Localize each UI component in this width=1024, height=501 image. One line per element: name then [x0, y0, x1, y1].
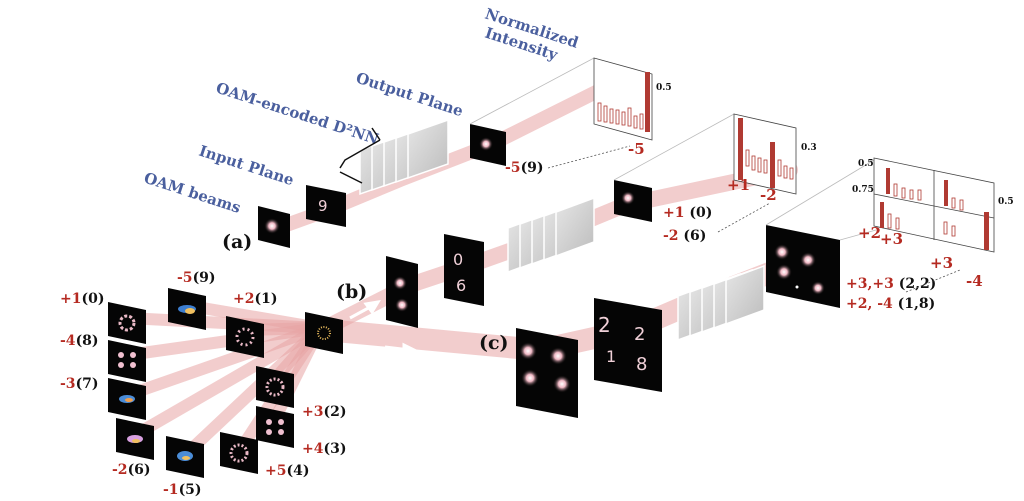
- histogram-a: 0.5 -5: [469, 57, 672, 169]
- arrow-head-icon: [402, 342, 420, 359]
- histogram-c-scale-top: 0.5: [858, 159, 874, 169]
- panel-label-b: (b): [336, 281, 367, 303]
- histogram-c-peak-label-1: +2: [858, 224, 881, 242]
- oam-label: +1(0): [60, 291, 104, 307]
- histogram-c: 0.5 0.75 0.5 +2 +3 +3 -4: [765, 157, 1014, 293]
- input-plane-a: 9: [306, 185, 346, 227]
- histogram-b: 0.3 +1 -2: [613, 113, 817, 233]
- output-plane-b: [614, 180, 652, 222]
- input-plane-b: 06: [444, 234, 484, 306]
- arrow-head-icon: [283, 277, 302, 294]
- beam-path: [129, 322, 326, 441]
- output-label-b-2: -2 (6): [663, 228, 706, 244]
- diffractive-layers-c: [677, 264, 765, 342]
- svg-text:2: 2: [598, 313, 611, 337]
- output-label-c-2: +2, -4 (1,8): [846, 296, 935, 312]
- panel-label-a: (a): [222, 231, 252, 253]
- oam-tile: [108, 378, 146, 420]
- histogram-b-scale: 0.3: [801, 143, 817, 153]
- diffractive-layers-a: [339, 118, 449, 196]
- oam-tile: [226, 316, 264, 358]
- title-oam-encoded-d2nn: OAM-encoded D²NN: [214, 79, 381, 149]
- svg-text:1: 1: [606, 347, 616, 366]
- oam-tile: [220, 432, 258, 474]
- beam-path: [179, 322, 326, 461]
- oam-label: +5(4): [265, 463, 309, 479]
- oam-beam-labels: +1(0) -5(9) +2(1) -4(8) -3(7) +3(2) +4(3…: [60, 270, 346, 498]
- title-input-plane: Input Plane: [197, 142, 296, 190]
- oam-beam-plane-a: [258, 206, 290, 248]
- oam-tile: [168, 288, 206, 330]
- beam-path: [122, 322, 326, 361]
- svg-text:8: 8: [636, 354, 647, 375]
- path-a: 9 -5(9) 0.5 -5: [258, 57, 672, 248]
- oam-tile: [108, 340, 146, 382]
- oam-beam-plane-b: [386, 256, 418, 328]
- histogram-c-peak-label-3: +3: [930, 254, 953, 272]
- oam-tile: [256, 366, 294, 408]
- histogram-b-peak-label-1: +1: [727, 176, 750, 194]
- output-plane-c: [766, 225, 840, 308]
- histogram-a-peak-label: -5: [628, 140, 645, 158]
- title-output-plane: Output Plane: [354, 69, 466, 121]
- svg-text:2: 2: [634, 324, 645, 345]
- histogram-c-peak-label-2: +3: [880, 230, 903, 248]
- output-plane-a: [470, 124, 506, 166]
- svg-text:6: 6: [456, 276, 466, 295]
- diffractive-layers-b: [507, 196, 595, 274]
- oam-label: +4(3): [302, 441, 346, 457]
- oam-label: +3(2): [302, 404, 346, 420]
- histogram-c-scale-right: 0.5: [998, 197, 1014, 207]
- oam-label: -3(7): [60, 376, 99, 392]
- oam-label: +2(1): [233, 291, 277, 307]
- oam-label: -2(6): [112, 462, 151, 478]
- histogram-c-peak-label-4: -4: [966, 272, 983, 290]
- arrow-head-icon: [363, 299, 381, 315]
- output-label-c-1: +3,+3 (2,2): [846, 276, 936, 292]
- oam-tile: [166, 436, 204, 478]
- histogram-a-scale: 0.5: [656, 83, 672, 93]
- oam-label: -5(9): [177, 270, 216, 286]
- oam-beam-tiles: [108, 288, 343, 478]
- oam-label: -4(8): [60, 333, 99, 349]
- direction-arrows: [283, 277, 420, 359]
- panel-label-c: (c): [479, 332, 509, 354]
- title-oam-beams: OAM beams: [142, 169, 243, 217]
- path-b: 06 +1 (0) -2 (6) 0.3 +1 -2: [386, 113, 817, 328]
- output-label-a: -5(9): [505, 160, 544, 176]
- svg-text:9: 9: [318, 197, 328, 215]
- beam-path: [122, 322, 326, 401]
- svg-text:0: 0: [453, 250, 463, 269]
- output-label-b-1: +1 (0): [663, 205, 712, 221]
- histogram-b-peak-label-2: -2: [760, 186, 777, 204]
- oam-tile: [256, 406, 294, 448]
- oam-label: -1(5): [163, 482, 202, 498]
- oam-tile: [108, 302, 146, 344]
- multiplexed-beam-tile: [305, 312, 343, 354]
- oam-tile: [116, 418, 154, 460]
- oam-beam-plane-c: [516, 328, 578, 418]
- histogram-c-scale-mid: 0.75: [852, 185, 874, 195]
